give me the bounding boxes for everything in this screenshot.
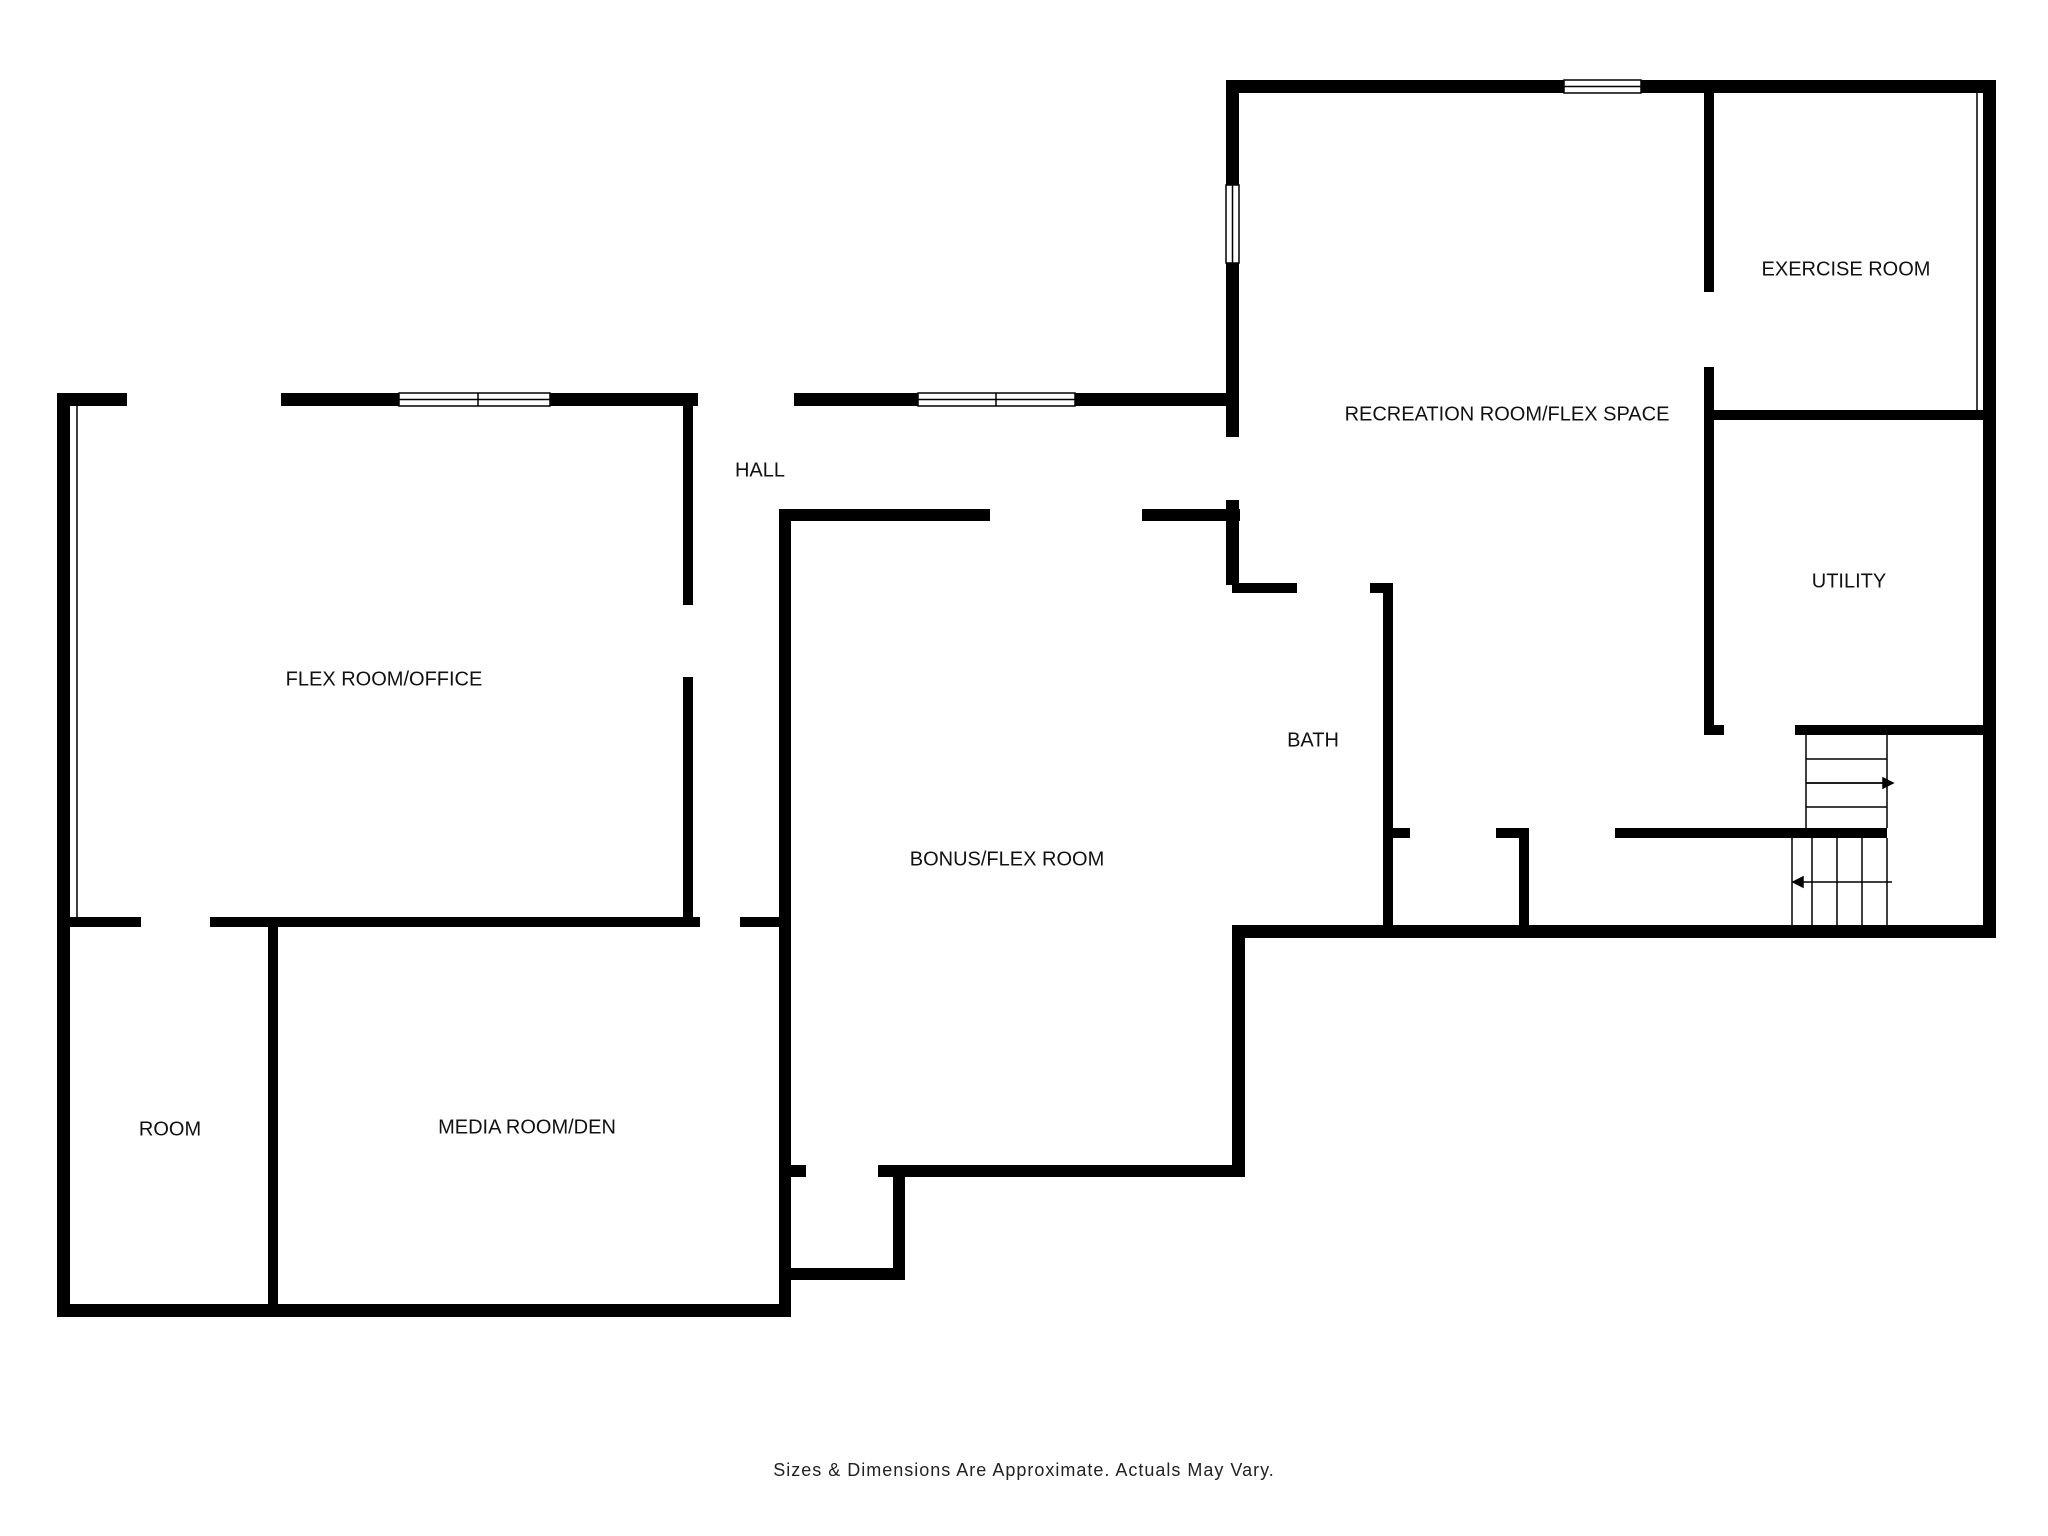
stair-arrowhead	[1882, 776, 1895, 790]
wall	[1383, 583, 1393, 933]
wall	[1370, 583, 1392, 593]
wall	[57, 1304, 791, 1317]
wall	[878, 1165, 1244, 1177]
wall	[1232, 925, 1996, 938]
room-label-recreation: RECREATION ROOM/FLEX SPACE	[1345, 403, 1670, 425]
wall	[1615, 828, 1887, 838]
room-labels: FLEX ROOM/OFFICE HALL BONUS/FLEX ROOM RE…	[139, 258, 1931, 1140]
wall	[794, 393, 918, 406]
wall	[1519, 828, 1529, 933]
wall	[683, 400, 693, 605]
wall	[281, 393, 399, 406]
stairs	[1791, 735, 1895, 925]
wall	[893, 1165, 905, 1280]
room-label-hall: HALL	[735, 459, 785, 481]
wall	[57, 393, 127, 406]
wall	[210, 917, 700, 927]
wall	[1983, 80, 1996, 938]
wall	[268, 922, 278, 1312]
wall	[1226, 500, 1239, 585]
wall	[1704, 87, 1714, 292]
wall	[57, 393, 70, 1316]
wall	[1226, 80, 1564, 93]
wall	[1641, 80, 1995, 93]
wall	[740, 917, 780, 927]
wall	[1142, 509, 1240, 521]
room-label-utility: UTILITY	[1812, 570, 1886, 592]
room-label-exercise: EXERCISE ROOM	[1762, 258, 1931, 280]
walls	[57, 80, 1996, 1317]
wall	[1704, 725, 1724, 735]
windows	[398, 79, 1642, 407]
room-label-bonus-flex: BONUS/FLEX ROOM	[910, 848, 1104, 870]
wall	[57, 917, 141, 927]
wall	[1496, 828, 1526, 838]
room-label-media-den: MEDIA ROOM/DEN	[438, 1116, 616, 1138]
wall	[780, 509, 990, 521]
wall	[1075, 393, 1238, 406]
wall	[779, 509, 791, 1279]
wall	[779, 1270, 791, 1317]
wall	[1388, 828, 1410, 838]
wall	[550, 393, 698, 406]
wall	[1704, 367, 1714, 732]
disclaimer-text: Sizes & Dimensions Are Approximate. Actu…	[773, 1460, 1275, 1480]
interior-lines	[76, 93, 1978, 917]
room-label-bath: BATH	[1287, 729, 1339, 751]
room-label-room: ROOM	[139, 1118, 201, 1140]
wall	[779, 1165, 806, 1177]
wall	[1795, 725, 1989, 735]
wall	[1709, 410, 1989, 420]
wall	[1232, 925, 1245, 1177]
room-label-flex-office: FLEX ROOM/OFFICE	[286, 668, 483, 690]
wall	[1232, 583, 1297, 593]
wall	[779, 1268, 905, 1280]
stair-arrowhead	[1791, 875, 1804, 889]
wall	[683, 677, 693, 922]
